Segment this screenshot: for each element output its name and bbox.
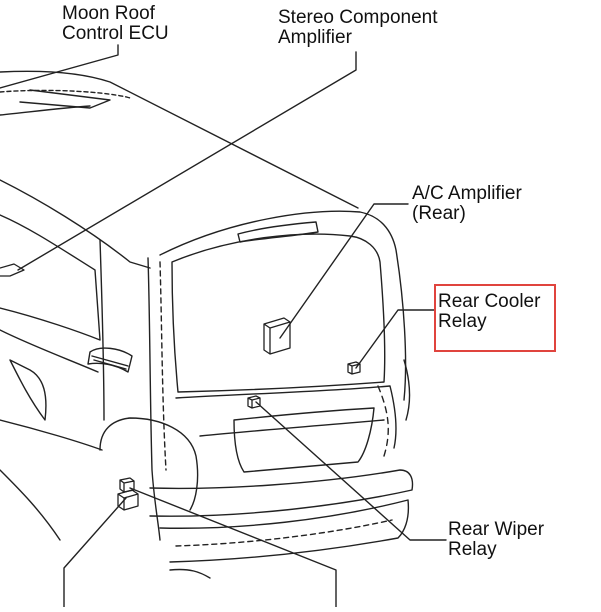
rear-window xyxy=(159,210,407,401)
roof-lines xyxy=(0,70,359,209)
rear-cooler-relay-label-line2: Relay xyxy=(438,311,487,332)
moon-roof-ecu-label: Moon Roof Control ECU xyxy=(62,4,169,44)
rear-bumper xyxy=(149,469,414,579)
moon-roof-ecu-label-line1: Moon Roof xyxy=(62,3,155,24)
ac-amplifier-label: A/C Amplifier (Rear) xyxy=(412,184,522,224)
stereo-amplifier-label-line2: Amplifier xyxy=(278,27,352,48)
rear-wiper-relay-box xyxy=(247,395,261,409)
stereo-amplifier-label: Stereo Component Amplifier xyxy=(278,8,438,48)
rear-wiper-relay-label-line1: Rear Wiper xyxy=(448,519,545,540)
rear-wiper-relay-label: Rear Wiper Relay xyxy=(448,520,544,560)
leader-stereo-amplifier xyxy=(17,51,357,271)
leader-lower-right xyxy=(129,487,337,608)
leader-ac-amplifier xyxy=(279,203,409,339)
moon-roof-ecu-box xyxy=(0,263,25,277)
body-side xyxy=(0,179,167,541)
moon-roof-ecu-label-line2: Control ECU xyxy=(62,23,169,44)
tailgate xyxy=(175,359,411,473)
rear-wiper-relay-label-line2: Relay xyxy=(448,539,497,560)
leader-rear-wiper-relay xyxy=(255,401,447,541)
lower-component-box-2 xyxy=(117,489,139,511)
leader-lower-left xyxy=(63,497,127,608)
ac-amplifier-label-line2: (Rear) xyxy=(412,203,466,224)
rear-cooler-relay-label: Rear Cooler Relay xyxy=(438,292,540,332)
leader-moon-roof-ecu xyxy=(0,44,119,89)
stereo-amplifier-label-line1: Stereo Component xyxy=(278,7,438,28)
rear-cooler-relay-label-line1: Rear Cooler xyxy=(438,291,541,312)
ac-amplifier-label-line1: A/C Amplifier xyxy=(412,183,522,204)
leader-lines xyxy=(0,44,447,608)
ac-amplifier-box xyxy=(263,317,291,355)
leader-rear-cooler-relay xyxy=(355,309,435,369)
rear-wheel-arch xyxy=(0,417,199,541)
rear-cooler-relay-highlight-box xyxy=(434,284,556,352)
